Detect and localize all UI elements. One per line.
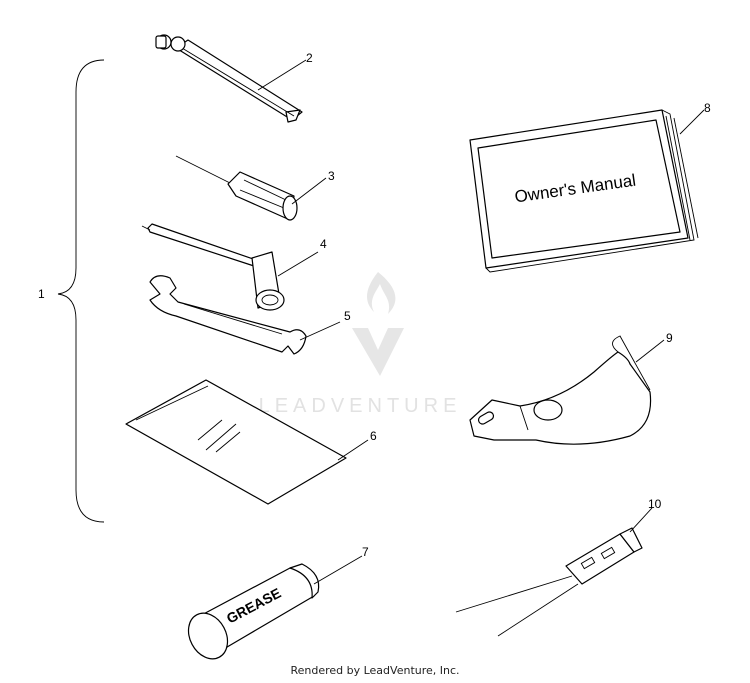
callout-6: 6 <box>370 429 377 443</box>
watermark-text: LEADVENTURE <box>259 395 462 417</box>
watermark: LEADVENTURE <box>259 272 462 417</box>
callout-3: 3 <box>328 169 335 183</box>
callout-10: 10 <box>648 497 662 511</box>
part-7-grease-tube: GREASE <box>187 563 320 660</box>
part-3-screwdriver <box>175 155 298 221</box>
part-8-owners-manual: Owner's Manual <box>469 109 699 273</box>
part-9-bracket <box>469 335 652 445</box>
leader-5 <box>299 321 341 341</box>
part-2-tool <box>155 34 303 123</box>
group-brace <box>57 59 105 523</box>
callout-2: 2 <box>306 51 313 65</box>
watermark-flame-icon <box>367 272 396 314</box>
footer-credit: Rendered by LeadVenture, Inc. <box>290 664 460 677</box>
leader-4 <box>277 251 319 277</box>
part-10-connector <box>455 527 643 637</box>
leader-6 <box>337 439 369 461</box>
callout-4: 4 <box>320 237 327 251</box>
callout-8: 8 <box>704 101 711 115</box>
callout-5: 5 <box>344 309 351 323</box>
watermark-chevron-icon <box>352 328 404 376</box>
leader-2 <box>257 59 307 91</box>
callout-9: 9 <box>666 331 673 345</box>
leader-10 <box>629 507 653 533</box>
part-5-open-wrench <box>149 275 307 355</box>
leader-3 <box>291 177 327 205</box>
part-6-bag <box>125 379 347 505</box>
callout-1: 1 <box>38 287 45 301</box>
part-4-socket-wrench <box>141 223 285 311</box>
leader-8 <box>679 109 705 135</box>
callout-7: 7 <box>362 545 369 559</box>
leader-7 <box>313 555 363 585</box>
leader-9 <box>635 339 665 363</box>
